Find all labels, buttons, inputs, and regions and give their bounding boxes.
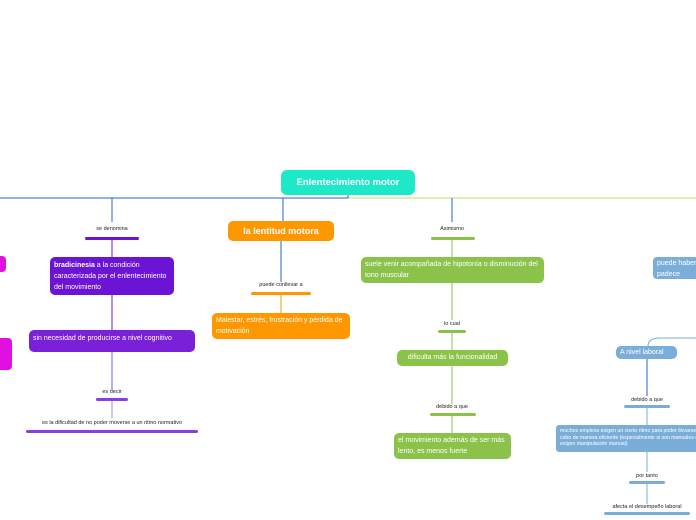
lentitud-motora-node[interactable]: la lentitud motora — [228, 221, 334, 241]
funcionalidad-node[interactable]: dificulta más la funcionalidad — [397, 350, 508, 366]
blue-branch-line — [647, 337, 696, 347]
purple-label-es-decir: es decir — [102, 389, 122, 395]
green-label-lo-cual: lo cual — [444, 321, 460, 327]
orange-label-underline — [251, 292, 311, 295]
funcionalidad-text: dificulta más la funcionalidad — [407, 354, 498, 361]
central-topic-node[interactable]: Enlentecimiento motor — [281, 170, 415, 195]
nivel-laboral-node[interactable]: A nivel laboral — [616, 346, 677, 359]
no-cognitive-node[interactable]: sin necesidad de producirse a nivel cogn… — [29, 330, 195, 352]
menos-fuerte-text: el movimiento además de ser más lento, e… — [398, 437, 505, 455]
central-topic-label: Enlentecimiento motor — [296, 177, 400, 188]
green-label-asimismo: Asimismo — [440, 226, 464, 232]
bradicinesia-definition: a la condición caracterizada por el enle… — [54, 262, 167, 291]
purple-label-se-denomina: se denomina — [96, 226, 128, 232]
green-label-debido: debido a que — [436, 404, 468, 410]
bradicinesia-node[interactable]: bradicinesia a la condición caracterizad… — [50, 257, 174, 295]
green-label-underline-2 — [438, 330, 466, 333]
bradicinesia-term: bradicinesia — [54, 262, 95, 269]
malestar-node[interactable]: Malestar, estrés, frustración y pérdida … — [212, 313, 350, 339]
green-label-underline-1 — [431, 237, 475, 240]
purple-label-underline-1 — [85, 237, 139, 240]
magenta-node-partial-2[interactable] — [0, 338, 12, 370]
purple-label-underline-2 — [96, 398, 128, 401]
orange-label-conllevar: puede conllevar a — [259, 282, 303, 288]
blue-label-underline-2 — [629, 481, 665, 484]
branch-line-left — [0, 195, 349, 199]
no-cognitive-text: sin necesidad de producirse a nivel cogn… — [33, 335, 172, 342]
purple-label-underline-3 — [26, 430, 198, 433]
hipotonia-node[interactable]: suele venir acompañada de hipotonía o di… — [361, 257, 544, 283]
blue-label-underline-3 — [604, 512, 690, 515]
blue-label-debido: debido a que — [631, 397, 663, 403]
puede-haber-text: puede haber padece — [657, 260, 696, 278]
empleos-ritmo-text: muchos empleos exigen un cierto ritmo pa… — [560, 428, 696, 447]
empleos-ritmo-node[interactable]: muchos empleos exigen un cierto ritmo pa… — [556, 425, 696, 452]
blue-label-desempeno: afecta el desempeño laboral — [612, 504, 682, 510]
nivel-laboral-text: A nivel laboral — [620, 349, 664, 356]
puede-haber-node[interactable]: puede haber padece — [653, 257, 696, 279]
lentitud-motora-label: la lentitud motora — [243, 226, 319, 236]
malestar-text: Malestar, estrés, frustración y pérdida … — [216, 317, 343, 335]
blue-label-por-tanto: por tanto — [636, 473, 658, 479]
magenta-node-partial-1[interactable] — [0, 256, 6, 272]
green-label-underline-3 — [430, 413, 476, 416]
menos-fuerte-node[interactable]: el movimiento además de ser más lento, e… — [394, 433, 511, 459]
hipotonia-text: suele venir acompañada de hipotonía o di… — [365, 261, 538, 279]
blue-label-underline-1 — [624, 405, 670, 408]
purple-label-dificultad: es la dificultad de no poder moverse a u… — [41, 420, 183, 426]
